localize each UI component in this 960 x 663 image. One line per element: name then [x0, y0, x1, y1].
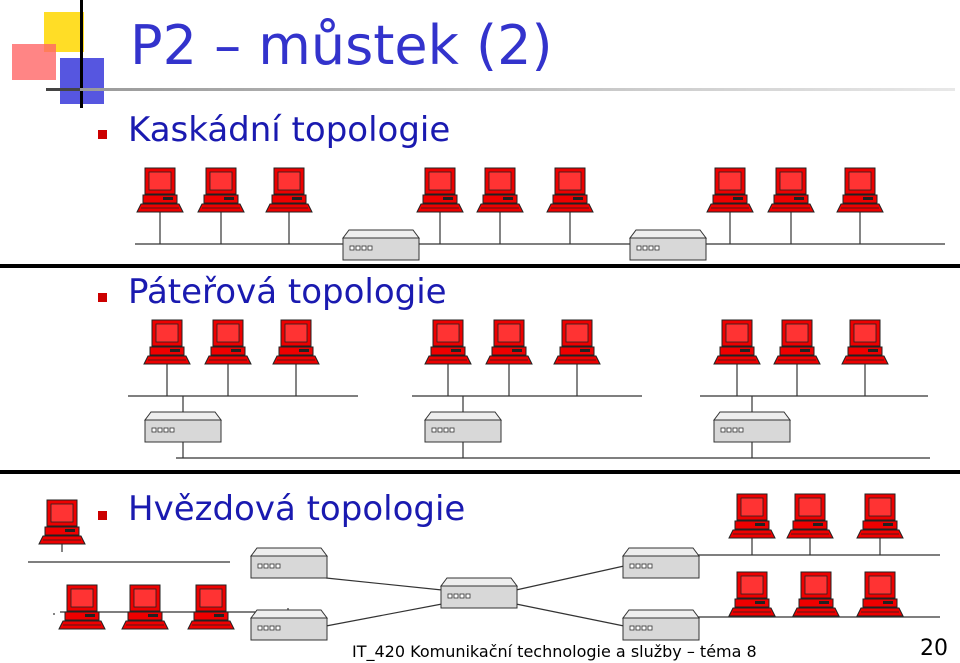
computer-icon [767, 167, 815, 213]
bullet-marker [98, 293, 107, 302]
section-separator [0, 264, 960, 268]
page-number: 20 [920, 636, 948, 661]
computer-icon [58, 584, 106, 630]
bridge-icon [342, 229, 420, 261]
bullet-marker [98, 511, 107, 520]
computer-icon [38, 499, 86, 545]
computer-icon [424, 319, 472, 365]
bridge-icon [250, 547, 328, 579]
computer-icon [841, 319, 889, 365]
computer-icon [792, 571, 840, 617]
bridge-icon [144, 411, 222, 443]
computer-icon [706, 167, 754, 213]
bridge-icon [713, 411, 791, 443]
computer-icon [143, 319, 191, 365]
computer-icon [728, 571, 776, 617]
computer-icon [836, 167, 884, 213]
computer-icon [197, 167, 245, 213]
bridge-icon [250, 609, 328, 641]
computer-icon [856, 493, 904, 539]
computer-icon [476, 167, 524, 213]
bridge-icon [622, 609, 700, 641]
computer-icon [416, 167, 464, 213]
computer-icon [856, 571, 904, 617]
computer-icon [265, 167, 313, 213]
bridge-icon [440, 577, 518, 609]
section-separator [0, 470, 960, 474]
slide-title: P2 – můstek (2) [130, 14, 553, 77]
heading-star: Hvězdová topologie [128, 489, 466, 529]
bullet-marker [98, 130, 107, 139]
computer-icon [728, 493, 776, 539]
bridge-icon [629, 229, 707, 261]
computer-icon [121, 584, 169, 630]
footer-text: IT_420 Komunikační technologie a služby … [352, 642, 757, 661]
computer-icon [713, 319, 761, 365]
bridge-icon [622, 547, 700, 579]
heading-cascade: Kaskádní topologie [128, 110, 451, 150]
computer-icon [136, 167, 184, 213]
title-underline [80, 88, 955, 91]
computer-icon [187, 584, 235, 630]
heading-backbone: Páteřová topologie [128, 272, 447, 312]
computer-icon [204, 319, 252, 365]
computer-icon [485, 319, 533, 365]
computer-icon [773, 319, 821, 365]
corner-decoration [0, 0, 110, 110]
computer-icon [553, 319, 601, 365]
computer-icon [786, 493, 834, 539]
computer-icon [546, 167, 594, 213]
computer-icon [272, 319, 320, 365]
bridge-icon [424, 411, 502, 443]
